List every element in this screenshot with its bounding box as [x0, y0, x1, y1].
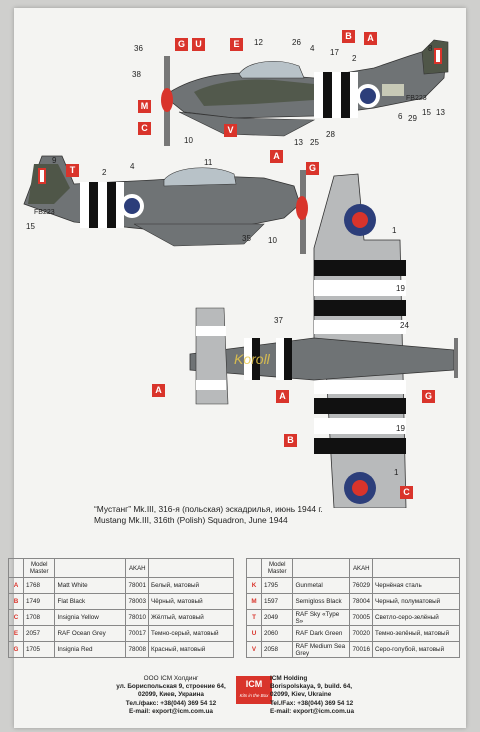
callout: 36	[134, 44, 143, 53]
color-tag: G	[175, 38, 188, 51]
callout: 2	[102, 168, 107, 177]
callout: 17	[330, 48, 339, 57]
callout: 13	[294, 138, 303, 147]
callout: 8	[428, 44, 433, 53]
color-tag: C	[138, 122, 151, 135]
color-tag: A	[152, 384, 165, 397]
color-tag: A	[270, 150, 283, 163]
callout: 1	[394, 468, 399, 477]
registration-lower: FB223	[34, 209, 55, 216]
callout: 25	[310, 138, 319, 147]
color-tag: G	[306, 162, 319, 175]
callout: 1	[392, 226, 397, 235]
icm-logo: ICM Kits in the Box	[236, 676, 272, 704]
plan-view: Koroll	[189, 173, 458, 508]
callout: 37	[274, 316, 283, 325]
color-tag: U	[192, 38, 205, 51]
color-tag: M	[138, 100, 151, 113]
callout: 6	[398, 112, 403, 121]
col-akah: AKAH	[125, 558, 149, 578]
callout: 13	[436, 108, 445, 117]
color-tag: A	[364, 32, 377, 45]
color-tag: C	[400, 486, 413, 499]
col-model-master: Model Master	[22, 558, 56, 578]
color-tag: B	[342, 30, 355, 43]
color-tag: A	[276, 390, 289, 403]
registration-upper: FB223	[406, 95, 427, 102]
footer-address-ru: ООО ICM Холдинг ул. Бориспольская 9, стр…	[116, 675, 226, 715]
callout: 10	[268, 236, 277, 245]
instruction-page: FB223 FB223	[8, 8, 466, 728]
callout: 28	[326, 130, 335, 139]
col-akah: AKAH	[349, 558, 373, 578]
callout: 19	[396, 284, 405, 293]
callout: 26	[292, 38, 301, 47]
callout: 4	[130, 162, 135, 171]
caption-ru: “Мустанг” Mk.III, 316-я (польская) эскад…	[94, 504, 323, 514]
color-tag: T	[66, 164, 79, 177]
callout: 2	[352, 54, 357, 63]
svg-text:Koroll: Koroll	[234, 351, 271, 367]
caption-en: Mustang Mk.III, 316th (Polish) Squadron,…	[94, 515, 288, 525]
color-tag: G	[422, 390, 435, 403]
callout: 10	[184, 136, 193, 145]
caption: “Мустанг” Mk.III, 316-я (польская) эскад…	[94, 504, 323, 526]
callout: 4	[310, 44, 315, 53]
callout: 24	[400, 321, 409, 330]
callout: 19	[396, 424, 405, 433]
callout: 15	[422, 108, 431, 117]
color-tag: B	[284, 434, 297, 447]
callout: 29	[408, 114, 417, 123]
aircraft-artwork: FB223 FB223	[23, 39, 458, 508]
callout: 38	[132, 70, 141, 79]
col-model-master: Model Master	[260, 558, 294, 578]
callout: 9	[52, 156, 57, 165]
color-tag: E	[230, 38, 243, 51]
side-view-lower: FB223	[23, 155, 308, 254]
callout: 12	[254, 38, 263, 47]
color-tag: V	[224, 124, 237, 137]
side-view-upper: FB223	[161, 39, 449, 146]
callout: 35	[242, 234, 251, 243]
footer-address-en: ICM Holding Borispolskaya, 9, build. 64,…	[270, 675, 355, 715]
callout: 11	[204, 158, 213, 167]
callout: 15	[26, 222, 35, 231]
